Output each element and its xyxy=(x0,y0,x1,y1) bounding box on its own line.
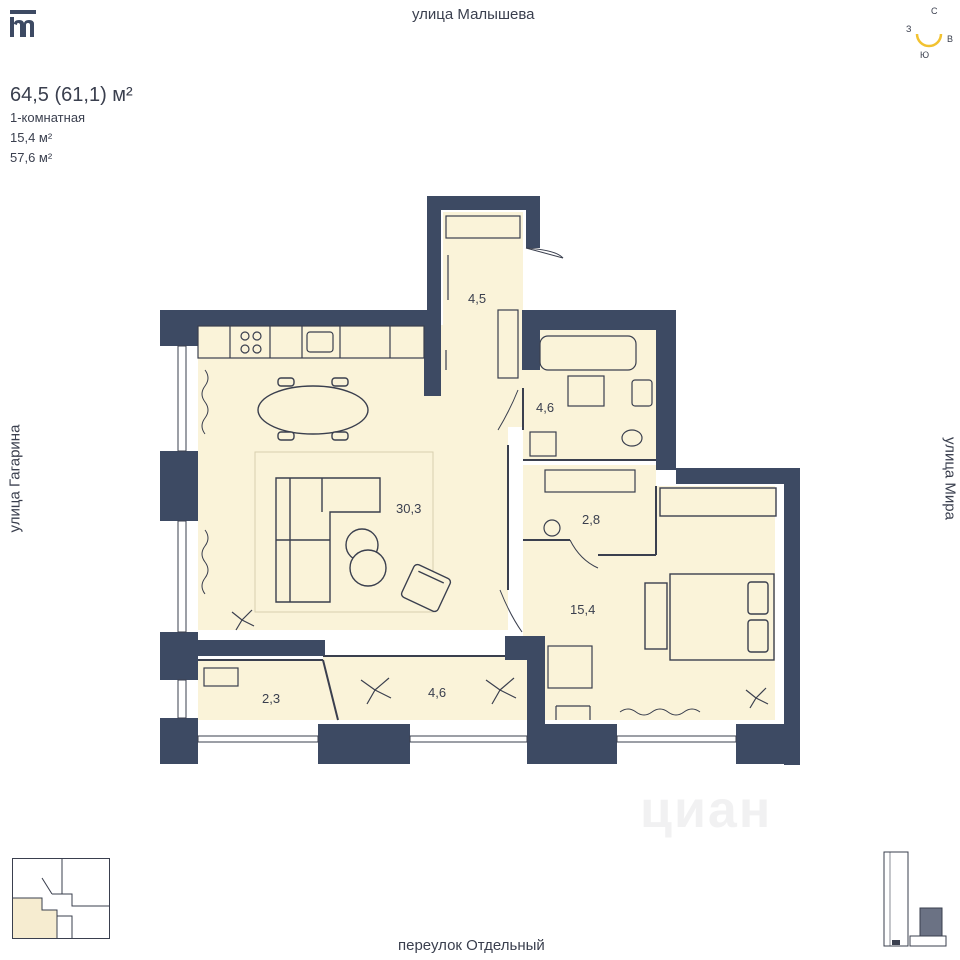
compass-east: В xyxy=(947,34,954,44)
room-label-bedroom: 15,4 xyxy=(570,602,596,617)
street-bottom-label: переулок Отдельный xyxy=(398,937,545,954)
curtains xyxy=(201,369,701,716)
living-area: 15,4 м² xyxy=(10,130,53,145)
compass: С З В Ю xyxy=(898,4,958,64)
dining-table xyxy=(257,377,369,441)
plant-icon xyxy=(231,609,769,709)
area-without-balcony: 57,6 м² xyxy=(10,150,53,165)
building-icon xyxy=(883,851,947,947)
room-label-living: 30,3 xyxy=(396,501,422,516)
bathroom-fixtures xyxy=(529,335,653,457)
rug xyxy=(254,451,434,613)
sink-icon xyxy=(306,331,334,353)
compass-north: С xyxy=(931,6,938,16)
sofa xyxy=(275,477,387,603)
washbasin-icon xyxy=(631,379,653,407)
armchair xyxy=(400,563,452,613)
brand-logo xyxy=(10,10,38,43)
bathtub-icon xyxy=(539,335,637,371)
compass-south: Ю xyxy=(920,50,930,60)
bed xyxy=(644,487,777,661)
thin-walls xyxy=(198,388,657,721)
floor-key-plan xyxy=(12,858,110,939)
room-label-hallway: 4,5 xyxy=(468,291,487,306)
room-count: 1-комнатная xyxy=(10,110,86,125)
hallway-furniture xyxy=(445,215,521,379)
door-swings xyxy=(497,247,599,633)
room-label-loggia-small: 2,3 xyxy=(262,691,281,706)
room-label-bathroom: 4,6 xyxy=(536,400,555,415)
loggia-furniture xyxy=(203,667,239,687)
total-area: 64,5 (61,1) м² xyxy=(10,84,133,106)
bedroom-desk xyxy=(547,645,593,720)
storage-shelf xyxy=(543,469,636,537)
street-top-label: улица Малышева xyxy=(412,6,535,23)
compass-arc-icon xyxy=(915,33,943,48)
toilet-icon xyxy=(621,429,643,447)
room-label-loggia-large: 4,6 xyxy=(428,685,447,700)
compass-west: З xyxy=(906,24,912,34)
windows xyxy=(177,345,737,743)
room-label-storage: 2,8 xyxy=(582,512,601,527)
walls xyxy=(160,196,800,765)
stove-burner-icon xyxy=(240,331,250,341)
watermark: циан xyxy=(640,781,773,839)
kitchen-counter xyxy=(197,325,425,359)
